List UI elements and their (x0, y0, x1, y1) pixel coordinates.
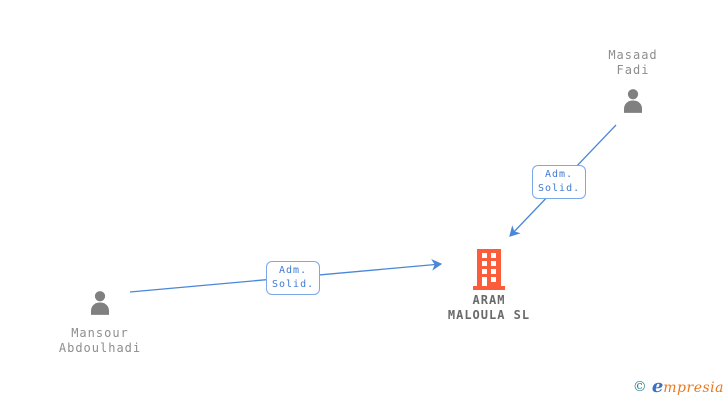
node-person-mansour[interactable]: Mansour Abdoulhadi (30, 288, 170, 356)
empresia-logo[interactable]: © empresia (633, 376, 724, 397)
person-name-line1: Masaad (608, 48, 658, 62)
company-name-line1: ARAM (472, 293, 506, 307)
edge-label-line1: Adm. (545, 169, 574, 180)
building-icon (473, 249, 505, 290)
node-company-aram-maloula[interactable]: ARAM MALOULA SL (419, 249, 559, 323)
person-name-line2: Abdoulhadi (58, 341, 142, 355)
brand-letter-e: e (651, 376, 664, 397)
node-person-masaad[interactable]: Masaad Fadi (573, 48, 693, 116)
edge-label-line2: Solid. (272, 279, 315, 290)
person-icon (91, 291, 109, 315)
person-name-line1: Mansour (71, 326, 129, 340)
edge-label-line1: Adm. (279, 265, 308, 276)
edge-label-adm-solid-2: Adm. Solid. (532, 165, 587, 199)
person-name-line2: Fadi (616, 63, 650, 77)
edge-label-adm-solid-1: Adm. Solid. (266, 261, 321, 295)
edge-label-line2: Solid. (538, 183, 581, 194)
copyright-icon: © (632, 379, 647, 395)
person-icon (624, 89, 642, 113)
brand-text: mpresia (663, 380, 724, 396)
company-name-line2: MALOULA SL (447, 308, 531, 322)
